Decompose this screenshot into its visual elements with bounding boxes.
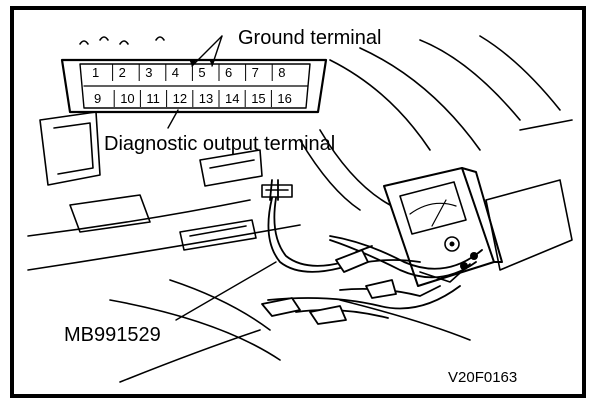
connector-pin-number: 4 (172, 65, 179, 80)
connector-pin-number: 5 (198, 65, 205, 80)
connector-pin-number: 14 (225, 91, 239, 106)
connector-pin-number: 11 (146, 91, 160, 106)
connector-pin-number: 2 (119, 65, 126, 80)
connector-pin-number: 9 (94, 91, 101, 106)
diagnostic-leader (167, 109, 179, 129)
test-meter (383, 167, 503, 287)
figure-code: V20F0163 (448, 369, 517, 386)
figure-border (10, 6, 586, 398)
tool-part-number-label: MB991529 (64, 324, 161, 346)
connector-pin-number: 3 (145, 65, 152, 80)
connector-pin-number: 16 (277, 91, 291, 106)
dashboard-sketch (27, 35, 573, 383)
connector-pin-number: 1 (92, 65, 99, 80)
test-leads (261, 179, 483, 325)
arrowhead (189, 59, 196, 66)
ground-terminal-label: Ground terminal (238, 27, 381, 49)
connector-pin-number: 6 (225, 65, 232, 80)
diagnostic-connector (60, 58, 328, 114)
connector-pin-number: 15 (251, 91, 265, 106)
ground-leader-pin4 (191, 35, 223, 67)
diagnostic-output-terminal-label: Diagnostic output terminal (104, 133, 335, 155)
connector-pins-bottom-row: 9 10 11 12 13 14 15 16 (94, 90, 292, 107)
connector-pin-number: 7 (252, 65, 259, 80)
connector-pins-top-row: 1 2 3 4 5 6 7 8 (92, 64, 285, 81)
tool-leader (175, 261, 277, 321)
connector-pin-number: 10 (120, 91, 134, 106)
connector-pin-number: 8 (278, 65, 285, 80)
connector-pin-number: 12 (173, 91, 187, 106)
connector-pin-number: 13 (199, 91, 213, 106)
arrowhead (209, 59, 215, 66)
